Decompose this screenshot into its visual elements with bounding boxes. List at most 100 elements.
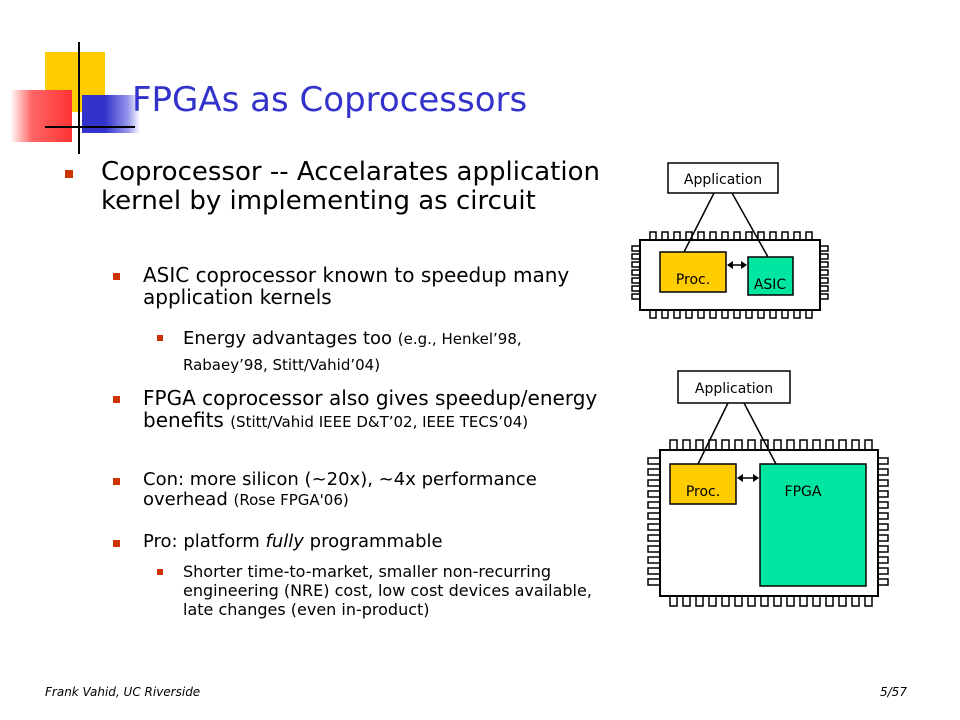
chip-pin [734, 595, 743, 607]
bullet-fpga: FPGA coprocessor also gives speedup/ener… [113, 387, 603, 432]
chip-pin [793, 309, 801, 319]
chip-pin [647, 545, 661, 553]
chip-pin [647, 567, 661, 575]
chip-pin [786, 439, 795, 451]
bullet-text-suffix: programmable [303, 531, 443, 552]
bullet-emphasis: fully [265, 531, 304, 552]
chip-pin [661, 231, 669, 241]
application-label: Application [695, 381, 773, 397]
chip-pin [695, 439, 704, 451]
chip-pin [799, 439, 808, 451]
bullet-coprocessor: Coprocessor -- Accelarates application k… [65, 157, 601, 216]
link-arrowhead-right [741, 261, 747, 269]
footer-author: Frank Vahid, UC Riverside [45, 685, 201, 699]
chip-pin [721, 231, 729, 241]
chip-pin [733, 231, 741, 241]
deco-horizontal-line [45, 126, 135, 128]
chip-pin [812, 595, 821, 607]
chip-pin [877, 534, 889, 542]
bullet-marker [113, 396, 120, 403]
chip-pin [669, 595, 678, 607]
chip-pin [747, 595, 756, 607]
chip-pin [793, 231, 801, 241]
chip-pin [649, 309, 657, 319]
chip-pin [673, 231, 681, 241]
chip-pin [864, 439, 873, 451]
proc-box [659, 251, 727, 293]
chip-pin [631, 269, 641, 276]
bullet-reference: (e.g., Henkel’98, Rabaey’98, Stitt/Vahid… [183, 330, 522, 375]
bullet-reference: (Rose FPGA'06) [233, 491, 349, 510]
chip-pin [819, 277, 829, 284]
chip-pin [647, 534, 661, 542]
chip-pin [631, 285, 641, 292]
bullet-text: Con: more silicon (~20x), ~4x performanc… [143, 469, 537, 511]
bullet-shorter: Shorter time-to-market, smaller non-recu… [157, 562, 608, 620]
chip-pin [697, 231, 705, 241]
chip-pin [877, 479, 889, 487]
chip-pin [877, 545, 889, 553]
bullet-text: Energy advantages too [183, 328, 393, 349]
bullet-marker [65, 170, 73, 178]
chip-pin [631, 293, 641, 300]
bullet-pro: Pro: platform fully programmable [113, 531, 603, 552]
bullet-marker [113, 273, 120, 280]
chip-pin [819, 269, 829, 276]
chip-pin [721, 595, 730, 607]
bullet-text: Pro: platform [143, 531, 266, 552]
chip-pin [769, 309, 777, 319]
chip-pin [745, 231, 753, 241]
asic-label: ASIC [754, 277, 787, 293]
fpga-box [759, 463, 867, 587]
asic-box [747, 256, 794, 296]
chip-pin [647, 556, 661, 564]
bullet-asic: ASIC coprocessor known to speedup many a… [113, 263, 603, 310]
fpga-diagram: Application Proc. FPGA [647, 370, 889, 607]
chip-pin [769, 231, 777, 241]
slide-title: FPGAs as Coprocessors [132, 80, 528, 120]
chip-pin [647, 512, 661, 520]
chip-pin [838, 439, 847, 451]
chip-pin [805, 231, 813, 241]
chip-pin [734, 439, 743, 451]
chip-pin [682, 439, 691, 451]
chip-pin [825, 439, 834, 451]
chip-pin [760, 595, 769, 607]
bullet-marker [157, 569, 163, 575]
deco-vertical-line [78, 42, 80, 154]
application-label: Application [684, 172, 762, 188]
chip-pin [757, 309, 765, 319]
chip-pin [877, 578, 889, 586]
chip-pin [773, 439, 782, 451]
chip-pin [733, 309, 741, 319]
chip-pin [781, 309, 789, 319]
chip-pin [673, 309, 681, 319]
chip-pin [649, 231, 657, 241]
chip-pin [812, 439, 821, 451]
chip-pin [757, 231, 765, 241]
chip-pin [819, 261, 829, 268]
bullet-con: Con: more silicon (~20x), ~4x performanc… [113, 469, 618, 511]
chip-pin [708, 439, 717, 451]
app-to-proc-arrow [683, 192, 715, 253]
app-to-fpga-arrow [743, 402, 777, 465]
link-arrowhead-right [753, 474, 759, 482]
chip-pin [781, 231, 789, 241]
proc-box [669, 463, 737, 505]
chip-pin [697, 309, 705, 319]
chip-pin [647, 523, 661, 531]
chip-pin [851, 439, 860, 451]
chip-pin [799, 595, 808, 607]
chip-pin [838, 595, 847, 607]
link-arrowhead-left [737, 474, 743, 482]
chip-pin [805, 309, 813, 319]
proc-label: Proc. [686, 484, 720, 500]
chip-pin [825, 595, 834, 607]
app-to-asic-arrow [731, 192, 769, 258]
chip-pin [631, 245, 641, 252]
bullet-text: ASIC coprocessor known to speedup many a… [143, 263, 570, 310]
chip-pin [819, 285, 829, 292]
asic-diagram: Application Proc. ASIC [631, 162, 829, 319]
bullet-reference: (Stitt/Vahid IEEE D&T’02, IEEE TECS’04) [230, 413, 529, 432]
chip-pin [877, 468, 889, 476]
